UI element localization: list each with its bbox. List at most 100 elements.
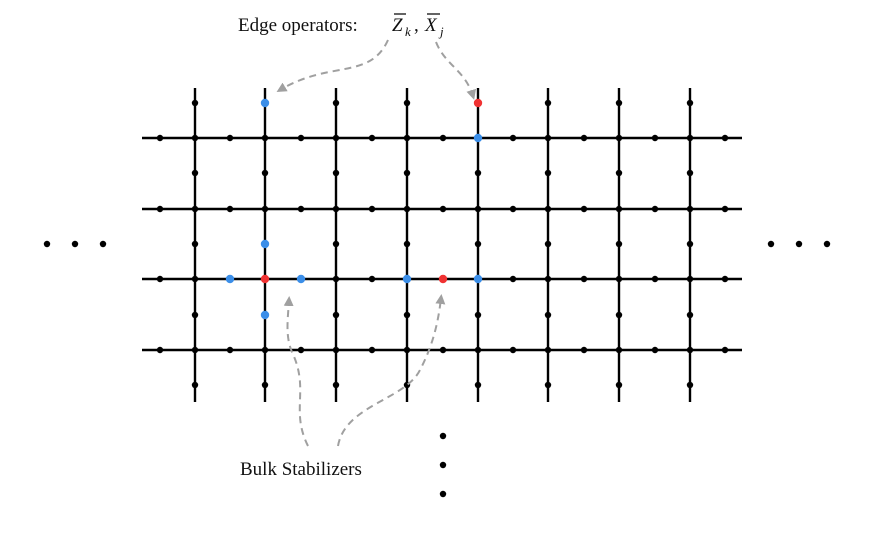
qubit-dot xyxy=(509,134,517,142)
qubit-dot xyxy=(191,169,199,177)
qubit-dot xyxy=(403,205,411,213)
qubit-dot xyxy=(191,205,199,213)
qubit-dot xyxy=(580,275,588,283)
qubit-dot xyxy=(509,205,517,213)
qubit-dot xyxy=(544,346,552,354)
qubit-dot xyxy=(403,134,411,142)
qubit-dot xyxy=(686,275,694,283)
qubit-dot xyxy=(651,205,659,213)
qubit-dot xyxy=(226,134,234,142)
edge-operators-label: Edge operators: Z k , X j xyxy=(238,13,444,39)
qubit-dot xyxy=(439,346,447,354)
qubit-dot xyxy=(191,240,199,248)
qubit-dot xyxy=(721,134,729,142)
qubit-dot xyxy=(544,99,552,107)
qubit-dot xyxy=(156,346,164,354)
z-symbol: Z xyxy=(392,15,403,36)
qubit-dot xyxy=(580,134,588,142)
qubit-dot xyxy=(403,311,411,319)
qubit-dot xyxy=(615,134,623,142)
qubit-dot xyxy=(156,205,164,213)
highlighted-dots xyxy=(225,98,483,320)
qubit-dot xyxy=(439,134,447,142)
qubit-dot xyxy=(544,275,552,283)
qubit-dot xyxy=(191,311,199,319)
operator-separator: , xyxy=(414,15,419,36)
qubit-dot xyxy=(544,240,552,248)
qubit-dot xyxy=(191,275,199,283)
qubit-dot xyxy=(686,311,694,319)
blue-qubit-dot xyxy=(260,239,270,249)
red-qubit-dot xyxy=(473,98,483,108)
qubit-dot xyxy=(615,381,623,389)
qubit-dot xyxy=(226,205,234,213)
blue-qubit-dot xyxy=(473,133,483,143)
qubit-dot xyxy=(686,240,694,248)
qubit-dot xyxy=(580,205,588,213)
blue-qubit-dot xyxy=(225,274,235,284)
qubit-dot xyxy=(156,134,164,142)
qubit-dot xyxy=(474,381,482,389)
qubit-dot xyxy=(332,134,340,142)
qubit-dot xyxy=(544,311,552,319)
qubit-dot xyxy=(544,381,552,389)
qubit-dot xyxy=(368,346,376,354)
blue-qubit-dot xyxy=(260,310,270,320)
qubit-dot xyxy=(261,381,269,389)
bulk-stabilizers-label: Bulk Stabilizers xyxy=(240,459,362,480)
qubit-dot xyxy=(297,205,305,213)
blue-qubit-dot xyxy=(296,274,306,284)
qubit-dot xyxy=(615,311,623,319)
right-ellipsis xyxy=(767,240,831,248)
qubit-dot xyxy=(191,346,199,354)
qubit-dot xyxy=(474,169,482,177)
qubit-dot xyxy=(651,134,659,142)
qubit-dot xyxy=(580,346,588,354)
qubit-dot xyxy=(332,275,340,283)
qubit-dot xyxy=(403,169,411,177)
qubit-dot xyxy=(403,99,411,107)
x-index: j xyxy=(438,24,444,39)
qubit-dot xyxy=(261,205,269,213)
qubit-dot xyxy=(474,311,482,319)
qubit-dot xyxy=(615,275,623,283)
qubit-dot xyxy=(191,381,199,389)
left-ellipsis xyxy=(43,240,107,248)
qubit-dot xyxy=(332,205,340,213)
qubit-dot xyxy=(332,381,340,389)
qubit-dot xyxy=(297,346,305,354)
red-qubit-dot xyxy=(438,274,448,284)
qubit-dot xyxy=(261,169,269,177)
arrow-to-edge-z xyxy=(276,39,389,93)
qubit-dot xyxy=(297,134,305,142)
qubit-dot xyxy=(403,346,411,354)
qubit-dot xyxy=(615,346,623,354)
qubit-dot xyxy=(721,346,729,354)
qubit-dot xyxy=(721,275,729,283)
bottom-ellipsis xyxy=(439,432,447,498)
arrow-to-edge-x xyxy=(435,41,477,100)
qubit-dot xyxy=(544,169,552,177)
lattice-dots xyxy=(156,99,729,389)
qubit-dot xyxy=(332,346,340,354)
red-qubit-dot xyxy=(260,274,270,284)
blue-qubit-dot xyxy=(260,98,270,108)
qubit-dot xyxy=(686,169,694,177)
qubit-dot xyxy=(332,240,340,248)
qubit-dot xyxy=(439,205,447,213)
qubit-dot xyxy=(615,240,623,248)
x-symbol: X xyxy=(424,15,438,36)
qubit-dot xyxy=(261,346,269,354)
qubit-dot xyxy=(368,134,376,142)
qubit-dot xyxy=(686,134,694,142)
qubit-dot xyxy=(403,240,411,248)
qubit-dot xyxy=(544,205,552,213)
qubit-dot xyxy=(686,346,694,354)
qubit-dot xyxy=(191,134,199,142)
qubit-dot xyxy=(332,311,340,319)
qubit-dot xyxy=(368,205,376,213)
qubit-dot xyxy=(474,205,482,213)
qubit-dot xyxy=(156,275,164,283)
qubit-dot xyxy=(226,346,234,354)
